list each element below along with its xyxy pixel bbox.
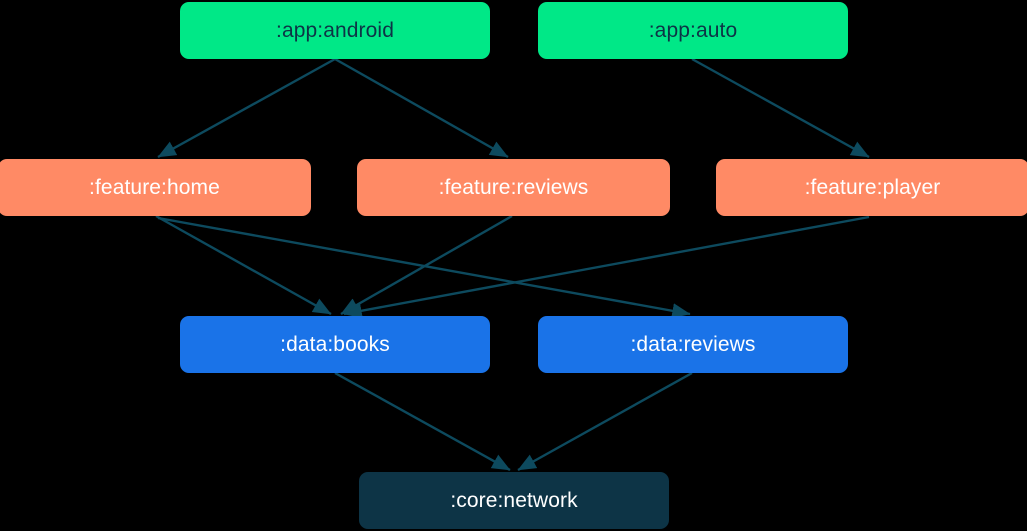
graph-edge-feature-home-to-data-books: [155, 214, 332, 316]
graph-node-core-network[interactable]: :core:network: [359, 472, 669, 529]
graph-edge-feature-reviews-to-data-books: [340, 214, 513, 316]
graph-edge-app-android-to-feature-home: [157, 57, 336, 159]
graph-node-data-reviews[interactable]: :data:reviews: [538, 316, 848, 373]
graph-edge-data-books-to-core-network: [334, 371, 511, 472]
graph-node-data-books[interactable]: :data:books: [180, 316, 490, 373]
graph-edge-app-android-to-feature-reviews: [334, 57, 509, 159]
graph-node-app-android[interactable]: :app:android: [180, 2, 490, 59]
graph-edge-feature-home-to-data-reviews: [157, 216, 691, 319]
graph-node-feature-player[interactable]: :feature:player: [716, 159, 1027, 216]
graph-node-app-auto[interactable]: :app:auto: [538, 2, 848, 59]
graph-edges: [155, 57, 870, 472]
graph-node-feature-home[interactable]: :feature:home: [0, 159, 311, 216]
graph-edge-app-auto-to-feature-player: [691, 57, 870, 159]
graph-edge-feature-player-to-data-books: [343, 215, 870, 319]
graph-node-feature-reviews[interactable]: :feature:reviews: [357, 159, 670, 216]
graph-edge-data-reviews-to-core-network: [517, 371, 693, 472]
